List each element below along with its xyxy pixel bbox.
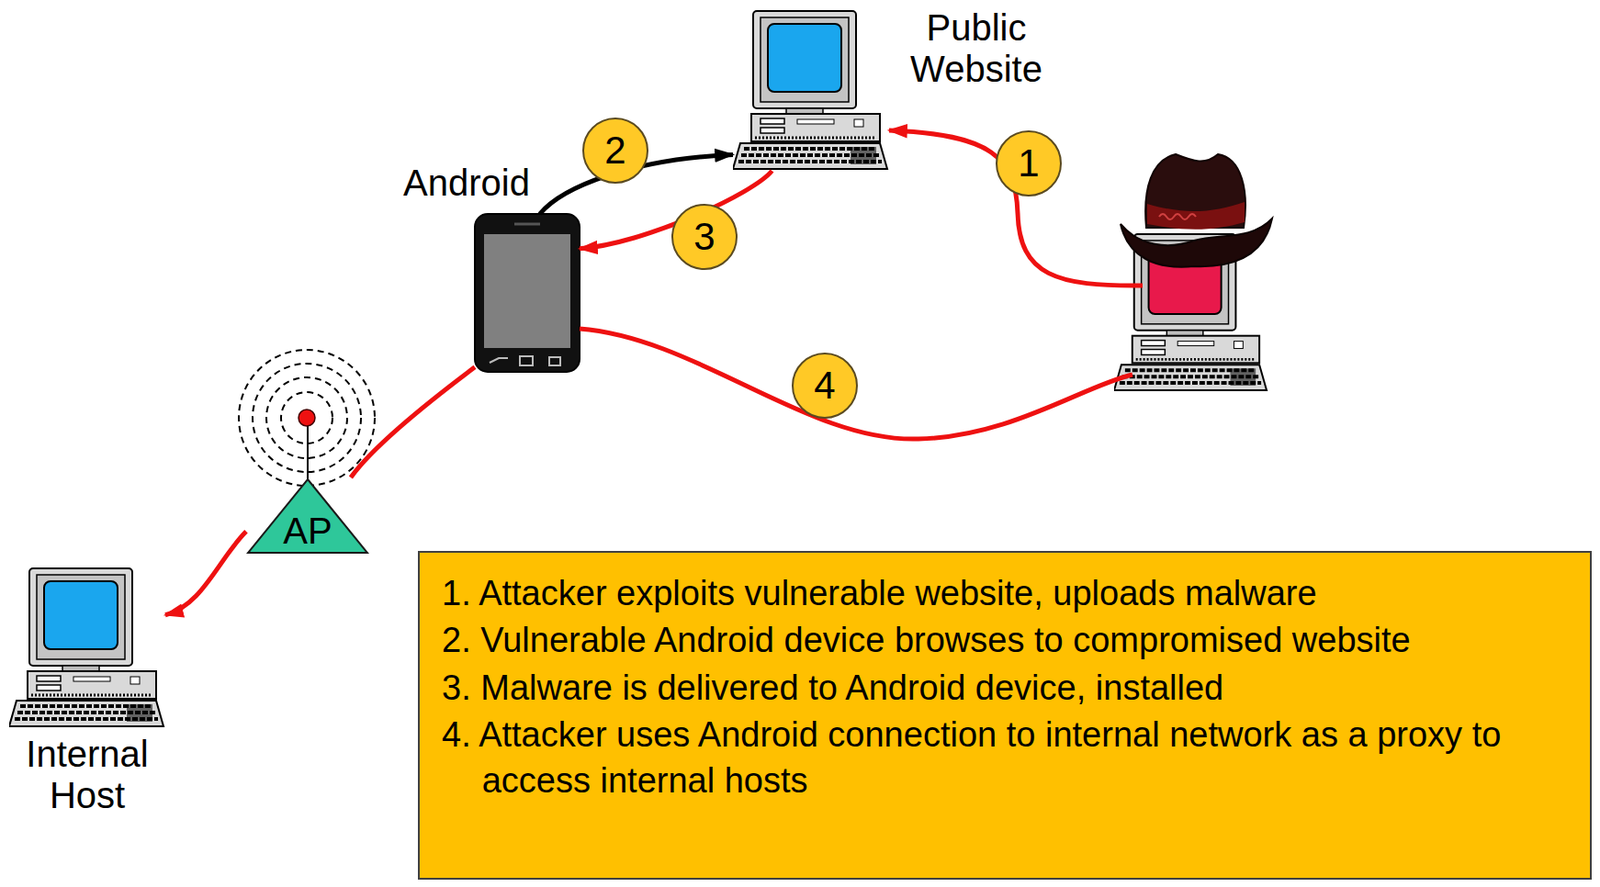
step-text: 1. Attacker exploits vulnerable website,…	[441, 571, 1568, 617]
website-computer	[732, 11, 888, 170]
callout-number: 1	[995, 130, 1062, 197]
android-phone	[514, 223, 541, 226]
antenna	[238, 349, 375, 486]
attack-paths	[579, 130, 1143, 440]
host-node: Internal Host	[9, 566, 166, 729]
android-phone	[474, 214, 580, 372]
android-phone	[489, 358, 508, 363]
android-phone	[549, 357, 561, 366]
android-phone	[474, 214, 580, 372]
website-node: Public Website	[732, 9, 890, 171]
device-label: Android	[360, 162, 573, 204]
website-computer	[732, 11, 888, 170]
hat-brim	[1120, 218, 1273, 268]
step-text: 2. Vulnerable Android device browses to …	[441, 618, 1568, 664]
steps-note: 1. Attacker exploits vulnerable website,…	[417, 551, 1592, 880]
proxy-line	[579, 328, 1133, 440]
access-point: AP	[246, 477, 370, 555]
android-phone	[519, 356, 533, 366]
device-label: Internal Host	[9, 733, 166, 817]
callout-number: 4	[791, 352, 858, 419]
antenna	[238, 349, 375, 486]
internal-link	[165, 531, 247, 616]
step-text: 3. Malware is delivered to Android devic…	[441, 665, 1568, 711]
attack-line	[889, 130, 1143, 286]
antenna-tip	[298, 409, 316, 427]
ap-label: AP	[246, 510, 370, 552]
antenna-mast	[306, 424, 309, 480]
hat-squiggle	[1159, 214, 1196, 220]
android-phone	[484, 234, 571, 349]
attacker-computer	[1114, 154, 1273, 391]
callout-number: 3	[671, 203, 738, 271]
step-text: 4. Attacker uses Android connection to i…	[441, 712, 1568, 804]
wifi-link	[350, 367, 475, 478]
internal-host-computer	[9, 568, 164, 727]
device-label: Public Website	[894, 7, 1059, 91]
hat-band	[1147, 202, 1245, 230]
android-node: Android	[474, 214, 580, 372]
internal-host-computer	[9, 568, 164, 727]
callout-number: 2	[582, 117, 649, 184]
